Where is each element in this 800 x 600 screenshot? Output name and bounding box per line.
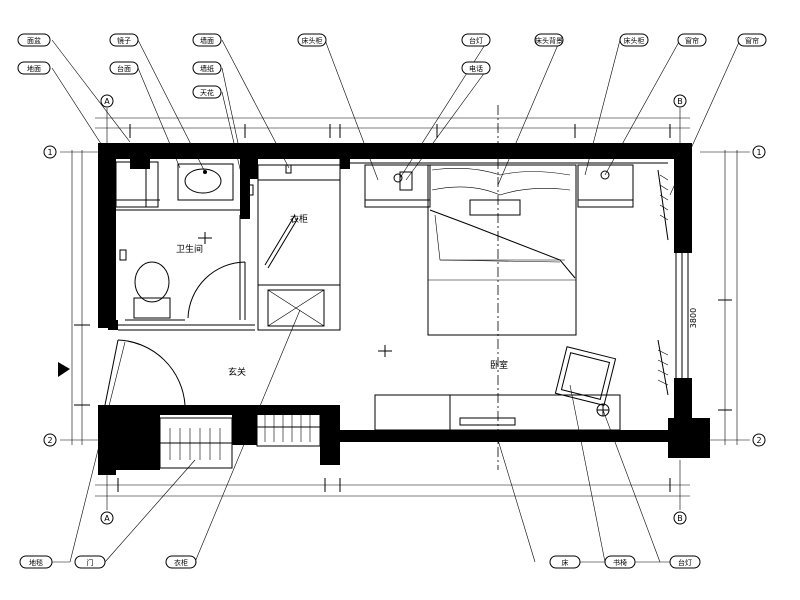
tag-text-bottom-5: 书椅	[613, 558, 627, 567]
bathroom	[115, 161, 255, 331]
grid-bubble-bottom-right	[673, 511, 687, 525]
nightstand-left	[364, 164, 431, 208]
tags-top: 面盆 镜子 墙面 床头柜 台灯 床头背景 床头柜 窗帘 窗帘	[17, 33, 767, 47]
label-bathroom: 卫生间	[176, 243, 203, 255]
tags-top-row2: 地面 台面 墙纸 电话	[17, 61, 491, 75]
tag-text-row2-4: 电话	[469, 64, 483, 73]
tag-text-row2-3: 墙纸	[200, 64, 214, 73]
toilet-icon	[134, 261, 170, 303]
tag-top-1	[17, 33, 51, 47]
tag-top-2	[109, 33, 139, 47]
window-right	[675, 253, 689, 378]
walls	[98, 143, 710, 475]
label-bedroom: 卧室	[490, 359, 508, 371]
entry-door	[104, 339, 186, 406]
dimension-lines	[60, 108, 750, 510]
ceiling-lights	[198, 232, 392, 357]
tag-text-top-9: 窗帘	[745, 36, 759, 45]
shower-tray	[267, 289, 325, 327]
tag-text-bottom-4: 床	[562, 558, 569, 567]
grid-bubble-right-lower	[752, 433, 766, 447]
tag-top-9	[737, 33, 767, 47]
dimension-right-label: 3800	[689, 308, 698, 328]
tag-row2-2	[109, 61, 139, 75]
tags-bottom: 地毯 门 衣柜 床 书椅 台灯	[19, 555, 701, 569]
grid-label-top-right: B	[677, 97, 683, 106]
leader-lines	[51, 39, 741, 563]
grid-bubble-bottom-left	[100, 511, 114, 525]
tag-text-top-5: 台灯	[469, 36, 483, 45]
tag-text-bottom-1: 地毯	[29, 558, 43, 567]
tag-text-top-3: 墙面	[200, 36, 214, 45]
tag-text-row2-1: 地面	[27, 64, 41, 73]
tag-text-top-8: 窗帘	[685, 36, 699, 45]
desk-chair	[554, 346, 617, 407]
tag-text-top-6: 床头背景	[535, 36, 563, 45]
grid-bubble-top-right	[673, 94, 687, 108]
grid-label-left-upper: 1	[47, 148, 52, 157]
tag-text-top-7: 床头柜	[624, 36, 645, 45]
nightstand-right	[577, 164, 634, 208]
grid-label-left-lower: 2	[47, 436, 52, 445]
entry-arrow-icon	[58, 362, 70, 377]
grid-label-right-lower: 2	[756, 436, 761, 445]
basin-icon	[184, 168, 222, 194]
grid-bubble-right-upper	[752, 145, 766, 159]
tag-top-5	[461, 33, 491, 47]
vanity-counter	[177, 163, 234, 201]
tag-text-row2-2: 台面	[117, 64, 131, 73]
tag-row2-3	[192, 61, 222, 75]
tags-top-row3: 天花	[192, 85, 222, 99]
shower-area	[257, 164, 341, 331]
closet-right	[256, 407, 321, 447]
tag-text-bottom-2: 门	[87, 558, 94, 567]
label-entry: 玄关	[228, 366, 246, 378]
tag-top-6	[534, 33, 564, 47]
tag-bottom-2	[74, 555, 106, 569]
grid-label-right-upper: 1	[756, 148, 761, 157]
grid-bubble-left-lower	[43, 433, 57, 447]
tag-top-3	[192, 33, 222, 47]
grid-bubble-top-left	[100, 94, 114, 108]
tag-text-top-1: 面盆	[27, 36, 41, 45]
grid-label-bottom-right: B	[677, 514, 683, 523]
tag-text-row3-1: 天花	[200, 88, 214, 97]
grid-bubbles: A B A B 1 2 1 2	[43, 94, 766, 525]
closet-left	[137, 417, 233, 469]
tag-top-4	[297, 33, 327, 47]
tag-text-bottom-6: 台灯	[678, 558, 692, 567]
tag-text-bottom-3: 衣柜	[174, 558, 188, 567]
tag-text-top-4: 床头柜	[302, 36, 323, 45]
tag-text-top-2: 镜子	[117, 36, 131, 45]
tag-row2-1	[17, 61, 51, 75]
tag-top-7	[619, 33, 649, 47]
bedroom	[339, 159, 669, 431]
bed	[427, 164, 577, 336]
phone-icon	[399, 171, 413, 191]
grid-bubble-left-upper	[43, 145, 57, 159]
tag-row2-4	[461, 61, 491, 75]
grid-label-bottom-left: A	[104, 514, 110, 523]
tag-row3-1	[192, 85, 222, 99]
grid-label-top-left: A	[104, 97, 110, 106]
desk	[374, 394, 621, 431]
tag-top-8	[677, 33, 707, 47]
label-closet: 衣柜	[290, 213, 308, 225]
